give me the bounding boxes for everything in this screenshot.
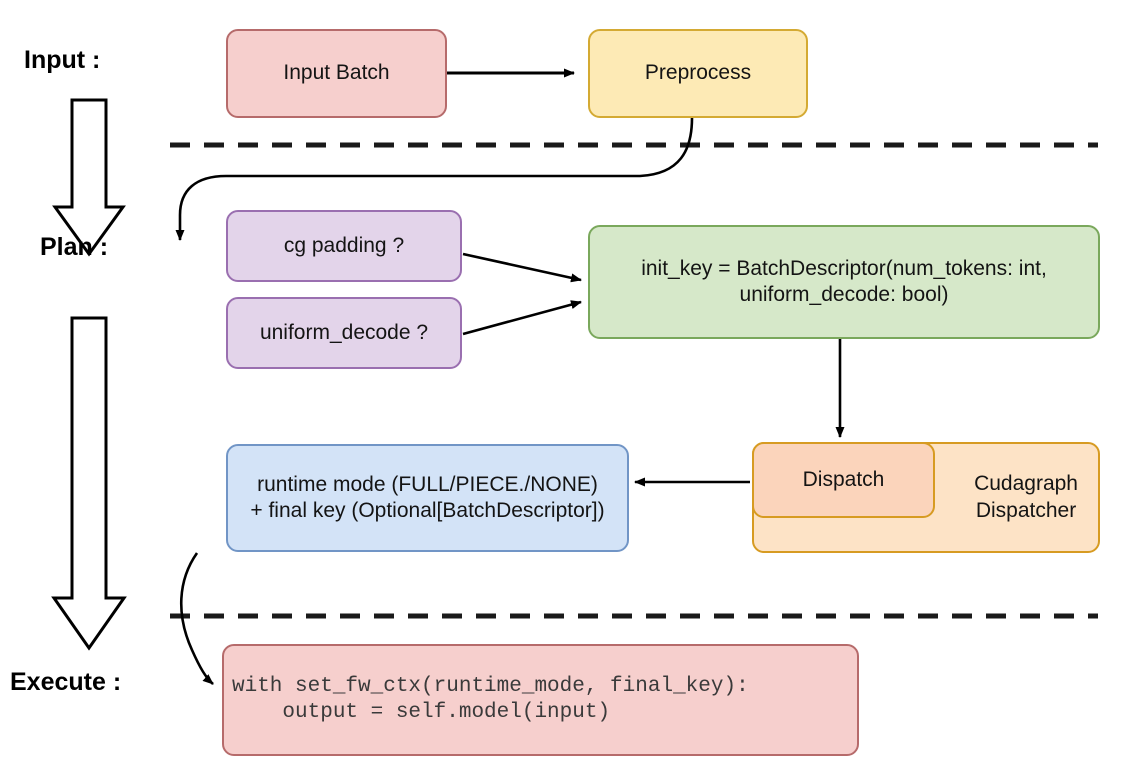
stage-label-plan: Plan : — [40, 233, 109, 261]
input-to-plan-flow-arrow — [52, 98, 126, 257]
node-runtime-mode[interactable]: runtime mode (FULL/PIECE./NONE) + final … — [226, 444, 629, 552]
node-exec-code-line-2: output = self.model(input) — [232, 701, 611, 724]
node-cg-padding-label: cg padding ? — [283, 233, 405, 257]
node-preprocess[interactable]: Preprocess — [588, 29, 808, 118]
node-init-key-line-2: uniform_decode: bool) — [739, 283, 949, 306]
node-uniform-decode[interactable]: uniform_decode ? — [226, 297, 462, 369]
plan-to-execute-flow-arrow — [51, 316, 127, 651]
edge-cg-padding-to-init-key — [462, 252, 582, 283]
node-dispatch[interactable]: Dispatch — [752, 442, 935, 518]
node-runtime-mode-line-1: runtime mode (FULL/PIECE./NONE) — [257, 472, 598, 496]
node-cg-padding[interactable]: cg padding ? — [226, 210, 462, 282]
node-preprocess-label: Preprocess — [644, 61, 752, 85]
node-dispatch-label: Dispatch — [802, 467, 885, 491]
stage-label-input: Input : — [24, 46, 101, 74]
edge-uniform-decode-to-init-key — [462, 300, 582, 336]
node-exec-code[interactable]: with set_fw_ctx(runtime_mode, final_key)… — [222, 644, 859, 756]
node-cudagraph-dispatcher-label: Cudagraph Dispatcher — [974, 472, 1078, 522]
node-uniform-decode-label: uniform_decode ? — [259, 320, 429, 344]
stage-label-execute: Execute : — [10, 668, 122, 696]
node-init-key[interactable]: init_key = BatchDescriptor(num_tokens: i… — [588, 225, 1100, 339]
node-init-key-line-1: init_key = BatchDescriptor(num_tokens: i… — [641, 256, 1047, 280]
edge-runtime-mode-to-exec-code — [179, 552, 214, 685]
node-runtime-mode-line-2: + final key (Optional[BatchDescriptor]) — [250, 499, 605, 522]
node-input-batch-label: Input Batch — [283, 61, 390, 85]
node-exec-code-line-1: with set_fw_ctx(runtime_mode, final_key)… — [232, 674, 749, 698]
node-input-batch[interactable]: Input Batch — [226, 29, 447, 118]
